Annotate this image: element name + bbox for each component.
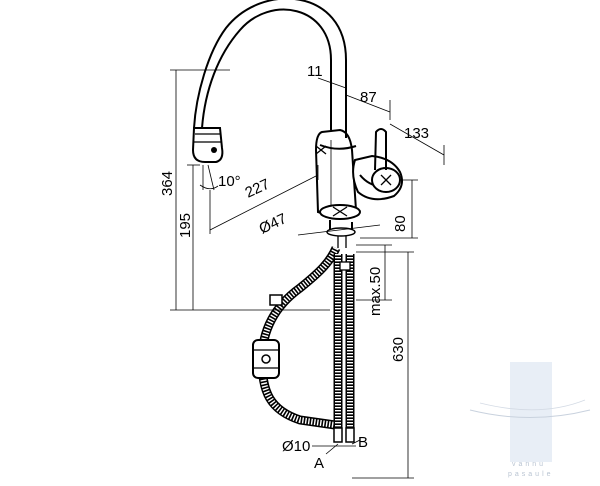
dimension-lines: [170, 62, 445, 479]
fitting-a: [333, 427, 343, 443]
dim-10-diameter: Ø10: [282, 438, 310, 455]
label-a: A: [314, 455, 324, 472]
watermark-swoosh: [469, 409, 591, 418]
fitting-b: [345, 427, 355, 443]
faucet-body: [314, 128, 403, 248]
dim-80: 80: [392, 215, 409, 232]
label-b: B: [358, 434, 368, 451]
body-cylinder: [314, 128, 358, 216]
spout-outer-edge: [201, 8, 332, 130]
spout-aerator-mark: [211, 147, 217, 153]
watermark-line-2: pasaule: [508, 471, 554, 478]
dim-133: 133: [404, 125, 429, 142]
dim-364: 364: [159, 171, 176, 196]
dim-max50: max.50: [367, 267, 384, 316]
dim-87: 87: [360, 89, 377, 106]
lever-handle: [374, 128, 387, 171]
body-collar: [319, 144, 357, 150]
spout: [191, 0, 347, 163]
spout-head: [191, 127, 224, 163]
dim-227: 227: [243, 176, 273, 202]
dim-195: 195: [177, 213, 194, 238]
watermark: vannu pasaule: [469, 362, 591, 478]
watermark-line-1: vannu: [512, 461, 546, 468]
dim-47: Ø47: [257, 210, 290, 237]
dim-10-degree: 10°: [218, 173, 241, 190]
supply-hoses: [252, 246, 355, 443]
spout-inner-edge: [193, 0, 347, 138]
watermark-column: [510, 362, 552, 462]
dim-630: 630: [390, 337, 407, 362]
hose-clip: [269, 294, 283, 306]
dim-11: 11: [307, 63, 323, 80]
